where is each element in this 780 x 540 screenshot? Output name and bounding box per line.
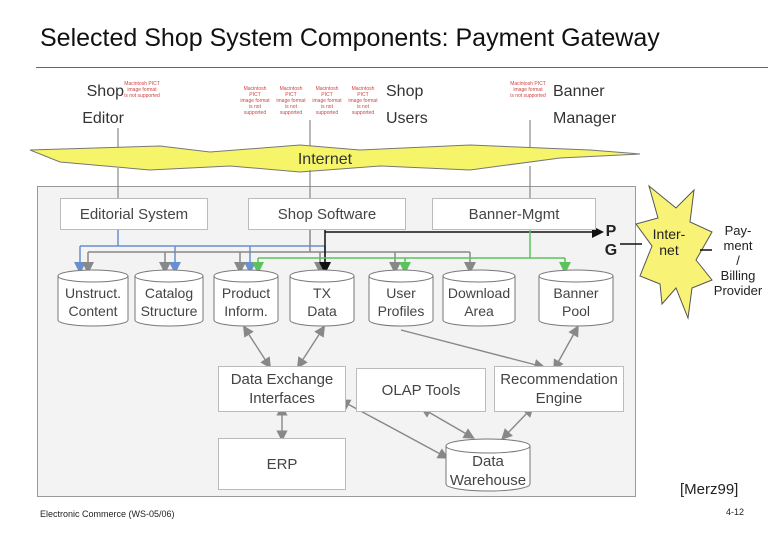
internet-burst-label: Inter- net <box>652 226 686 258</box>
datastore-cylinder <box>289 269 355 327</box>
connector-arrow <box>400 329 546 371</box>
connector-arrow <box>420 407 475 439</box>
footer-page-number: 4-12 <box>726 507 745 517</box>
olap-tools-box: OLAP Tools <box>356 368 486 412</box>
datastore-cylinder <box>57 269 129 327</box>
datastore-cylinder <box>538 269 614 327</box>
shop-editor-image: Macintosh PICT image format is not suppo… <box>124 81 160 99</box>
datastore-cylinder <box>368 269 434 327</box>
banner-manager-image: Macintosh PICT image format is not suppo… <box>510 81 546 99</box>
datastore-cylinder <box>213 269 279 327</box>
banner-manager-label: Banner Manager <box>553 83 617 127</box>
citation: [Merz99] <box>680 481 739 498</box>
shop-users-label: Shop Users <box>386 83 428 127</box>
datastore-cylinder <box>442 269 516 327</box>
slide-title: Selected Shop System Components: Payment… <box>40 24 660 52</box>
payment-gateway-label: P G <box>604 223 618 259</box>
erp-box: ERP <box>218 438 346 490</box>
data-exchange-box: Data Exchange Interfaces <box>218 366 346 412</box>
connector-arrow <box>242 325 272 369</box>
footer-course: Electronic Commerce (WS-05/06) <box>40 509 175 519</box>
internet-burst <box>635 184 713 320</box>
connector-arrow <box>296 325 326 369</box>
shop-editor-label: Shop Editor <box>82 83 124 127</box>
data-warehouse-cylinder <box>445 438 531 492</box>
title-divider <box>36 67 768 68</box>
payment-provider-label: Pay- ment / Billing Provider <box>713 223 763 298</box>
datastore-cylinder <box>134 269 204 327</box>
data-warehouse-label: Data Warehouse <box>449 453 527 489</box>
internet-lightning <box>29 144 641 173</box>
shop-software-box: Shop Software <box>248 198 406 230</box>
editorial-system-box: Editorial System <box>60 198 208 230</box>
recommendation-engine-box: Recommendation Engine <box>494 366 624 412</box>
store-unstruct-content: Unstruct.Content <box>64 285 121 319</box>
connector-arrow <box>501 405 534 441</box>
banner-mgmt-box: Banner-Mgmt <box>432 198 596 230</box>
internet-label: Internet <box>297 151 353 168</box>
connector-arrow <box>553 325 579 371</box>
